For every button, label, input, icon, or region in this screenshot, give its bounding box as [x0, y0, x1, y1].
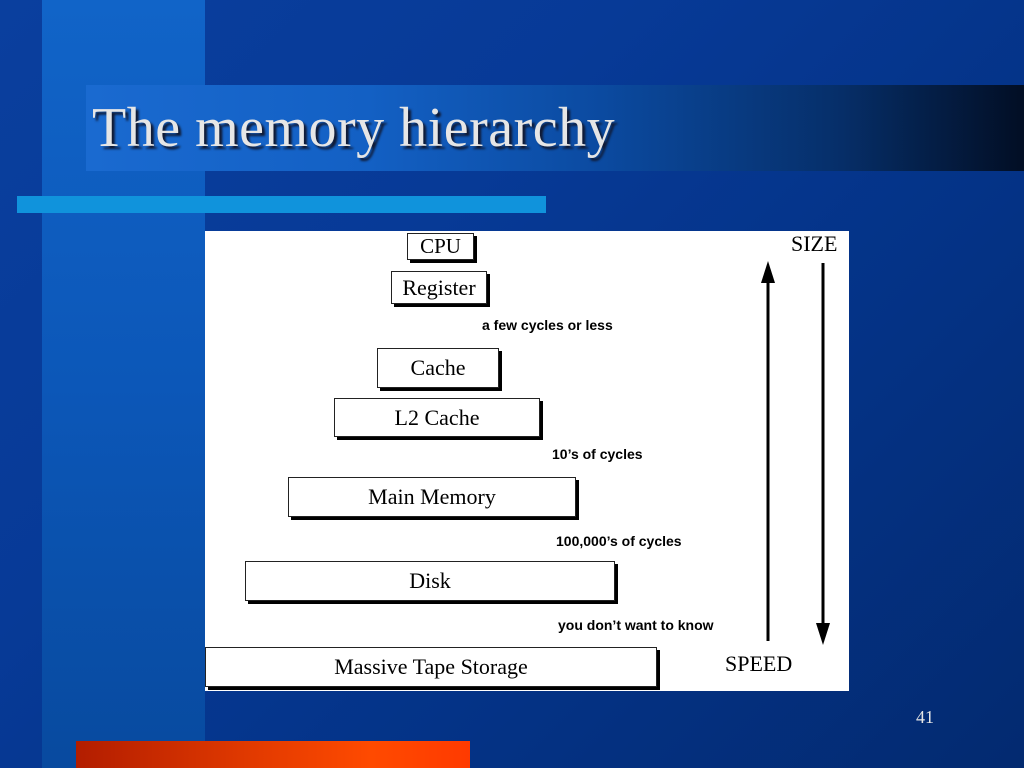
- latency-note-register: a few cycles or less: [482, 317, 613, 333]
- level-box-register: Register: [391, 271, 487, 304]
- speed-arrow: [761, 261, 775, 641]
- level-box-cpu: CPU: [407, 233, 474, 260]
- size-arrow: [816, 263, 830, 645]
- level-box-disk: Disk: [245, 561, 615, 601]
- level-box-l2-cache: L2 Cache: [334, 398, 540, 437]
- latency-note-cache: 10’s of cycles: [552, 446, 643, 462]
- latency-note-memory: 100,000’s of cycles: [556, 533, 682, 549]
- speed-label: SPEED: [725, 651, 793, 676]
- latency-note-disk: you don’t want to know: [558, 617, 714, 633]
- level-box-cache: Cache: [377, 348, 499, 388]
- level-box-tape-storage: Massive Tape Storage: [205, 647, 657, 687]
- memory-hierarchy-diagram: CPU Register Cache L2 Cache Main Memory …: [205, 231, 849, 691]
- direction-arrows: [761, 261, 830, 645]
- size-label: SIZE: [791, 231, 838, 256]
- level-box-main-memory: Main Memory: [288, 477, 576, 517]
- slide-title: The memory hierarchy: [92, 97, 616, 159]
- title-bar: [86, 85, 1024, 171]
- accent-line: [17, 196, 546, 213]
- page-number: 41: [916, 707, 934, 727]
- bottom-accent-bar: [76, 741, 470, 768]
